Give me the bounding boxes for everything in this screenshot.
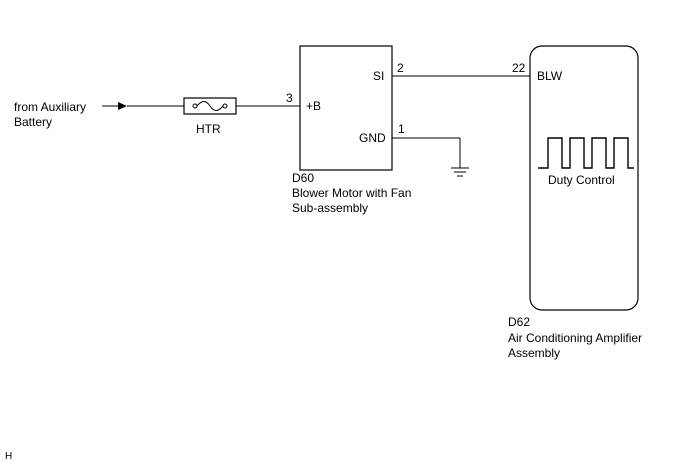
amplifier-code: D62 (508, 315, 530, 329)
pin-gnd-label: GND (359, 131, 386, 145)
corner-mark: H (5, 451, 12, 462)
pin-blw-label: BLW (537, 69, 563, 83)
amplifier-box (529, 45, 639, 311)
blower-motor-code: D60 (292, 171, 314, 185)
source-label-line1: from Auxiliary (14, 100, 86, 114)
pin-si-label: SI (373, 69, 384, 83)
pin-gnd-number: 1 (398, 122, 405, 136)
pin-plus-b-number: 3 (286, 91, 293, 105)
duty-control-label: Duty Control (548, 173, 615, 187)
amplifier-name-line1: Air Conditioning Amplifier (508, 331, 642, 345)
source-arrow-icon (102, 102, 127, 110)
amplifier-name-line2: Assembly (508, 346, 560, 360)
fuse-icon (183, 97, 237, 115)
pin-plus-b-label: +B (306, 99, 321, 113)
duty-control-waveform-icon (538, 137, 634, 169)
fuse-label: HTR (196, 122, 221, 136)
pin-si-number: 2 (397, 61, 404, 75)
ground-icon (392, 137, 469, 177)
source-label-line2: Battery (14, 115, 52, 129)
pin-blw-number: 22 (512, 61, 526, 75)
blower-motor-name-line2: Sub-assembly (292, 201, 368, 215)
blower-motor-name-line1: Blower Motor with Fan (292, 186, 411, 200)
blower-motor-box (299, 45, 393, 171)
